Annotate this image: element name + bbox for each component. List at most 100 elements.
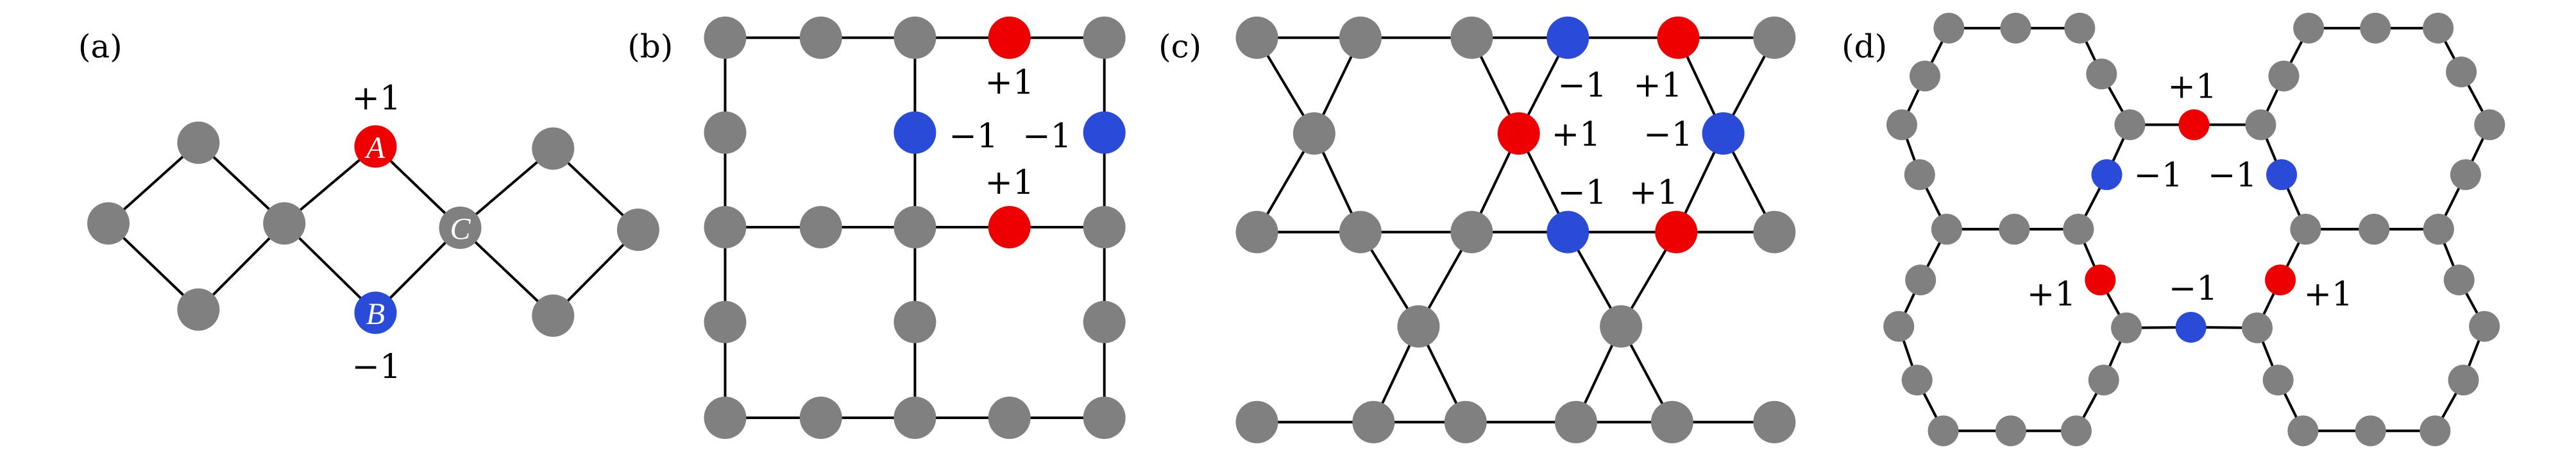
charge-label: +1: [2167, 68, 2217, 107]
lattice-site-node: [1928, 415, 1959, 447]
charge-label: +1: [1552, 116, 1601, 154]
charge-label: +1: [985, 164, 1034, 202]
lattice-site-node: [2060, 415, 2092, 447]
lattice-site-node: [1444, 400, 1487, 443]
lattice-site-node: [1600, 305, 1643, 348]
lattice-site-node: [1339, 16, 1382, 59]
lattice-site-node: [1292, 112, 1335, 155]
lattice-site-node: [616, 209, 659, 252]
lattice-site-node: [1235, 400, 1278, 443]
charge-label: −1: [1557, 66, 1607, 105]
lattice-site-node: [2064, 12, 2096, 44]
charge-label: +1: [352, 80, 401, 118]
charge-label: +1: [1633, 66, 1682, 105]
positive-site-node: [1657, 16, 1700, 59]
lattice-site-node: [2242, 312, 2273, 343]
node-letter-label: B: [366, 297, 385, 331]
panel-b-lieb-lattice: (b)+1−1−1+1(c): [627, 16, 1201, 439]
charge-label: −1: [1557, 174, 1607, 212]
lattice-site-node: [2262, 365, 2294, 396]
lattice-site-node: [799, 396, 842, 439]
lattice-site-node: [263, 202, 306, 245]
lattice-site-node: [2287, 415, 2319, 447]
lattice-site-node: [2469, 311, 2500, 342]
lattice-site-node: [894, 396, 936, 439]
negative-site-node: [1546, 210, 1589, 253]
lattice-site-node: [1909, 60, 1940, 92]
negative-site-node: [1546, 16, 1589, 59]
lattice-site-node: [2448, 365, 2479, 396]
lattice-site-node: [2474, 109, 2505, 141]
lattice-site-node: [894, 16, 936, 59]
charge-label: −1: [2169, 270, 2218, 308]
lattice-site-node: [988, 396, 1031, 439]
nodes: [1883, 12, 2505, 447]
lattice-site-node: [799, 16, 842, 59]
lattice-site-node: [1933, 12, 1965, 44]
lattice-site-node: [2293, 12, 2325, 44]
positive-site-node: [1497, 112, 1540, 155]
negative-site-node: [354, 291, 397, 334]
lattice-site-node: [1450, 16, 1493, 59]
bond-edge: [283, 222, 377, 314]
lattice-site-node: [799, 205, 842, 248]
charge-label: −1: [1643, 116, 1693, 154]
lattice-site-node: [704, 111, 747, 154]
charge-label: −1: [1022, 117, 1072, 155]
nodes: [1235, 16, 1796, 443]
lattice-site-node: [1339, 210, 1382, 253]
charge-label: +1: [2027, 275, 2076, 314]
lattice-site-node: [1883, 311, 1915, 342]
lattice-site-node: [894, 300, 936, 343]
panel-d-decorated-honeycomb: +1−1−1+1−1+1: [1883, 12, 2505, 447]
panel-label: (c): [1158, 28, 1201, 65]
lattice-site-node: [2111, 312, 2142, 343]
charge-label: +1: [1629, 174, 1679, 212]
lattice-site-node: [1901, 365, 1933, 396]
panel-c-kagome-lattice: −1+1+1−1−1+1(d): [1235, 16, 1887, 443]
lattice-site-node: [704, 300, 747, 343]
charge-label: −1: [2208, 157, 2257, 195]
lattice-site-node: [2419, 415, 2451, 447]
panel-label: (a): [78, 28, 123, 65]
lattice-site-node: [2450, 159, 2481, 191]
lattice-site-node: [1235, 210, 1278, 253]
lattice-site-node: [2063, 214, 2094, 245]
nodes: [704, 16, 1126, 439]
positive-site-node: [988, 16, 1031, 59]
lattice-site-node: [2423, 214, 2454, 245]
negative-site-node: [894, 111, 936, 154]
lattice-site-node: [1083, 396, 1126, 439]
node-letter-label: C: [450, 212, 471, 246]
charge-label: −1: [949, 117, 998, 155]
lattice-site-node: [2443, 264, 2475, 296]
positive-site-node: [2178, 109, 2210, 141]
charge-label: +1: [2303, 275, 2353, 314]
lattice-site-node: [1235, 16, 1278, 59]
lattice-site-node: [1650, 400, 1693, 443]
lattice-site-node: [704, 396, 747, 439]
lattice-site-node: [2360, 12, 2391, 44]
lattice-site-node: [1753, 400, 1796, 443]
lattice-site-node: [1995, 415, 2026, 447]
positive-site-node: [2265, 264, 2296, 296]
lattice-site-node: [894, 205, 936, 248]
negative-site-node: [2266, 159, 2298, 191]
lattice-site-node: [1083, 16, 1126, 59]
lattice-site-node: [1397, 305, 1440, 348]
lattice-site-node: [2446, 56, 2477, 88]
lattice-site-node: [2268, 60, 2300, 92]
lattice-site-node: [1999, 214, 2030, 245]
positive-site-node: [2085, 264, 2116, 296]
charge-label: −1: [352, 348, 401, 386]
negative-site-node: [1702, 112, 1745, 155]
lattice-site-node: [2000, 12, 2031, 44]
lattice-site-node: [439, 206, 482, 249]
lattice-site-node: [177, 121, 220, 164]
lattice-site-node: [1555, 400, 1598, 443]
lattice-site-node: [532, 294, 575, 337]
lattice-site-node: [2086, 58, 2117, 90]
negative-site-node: [2091, 159, 2123, 191]
